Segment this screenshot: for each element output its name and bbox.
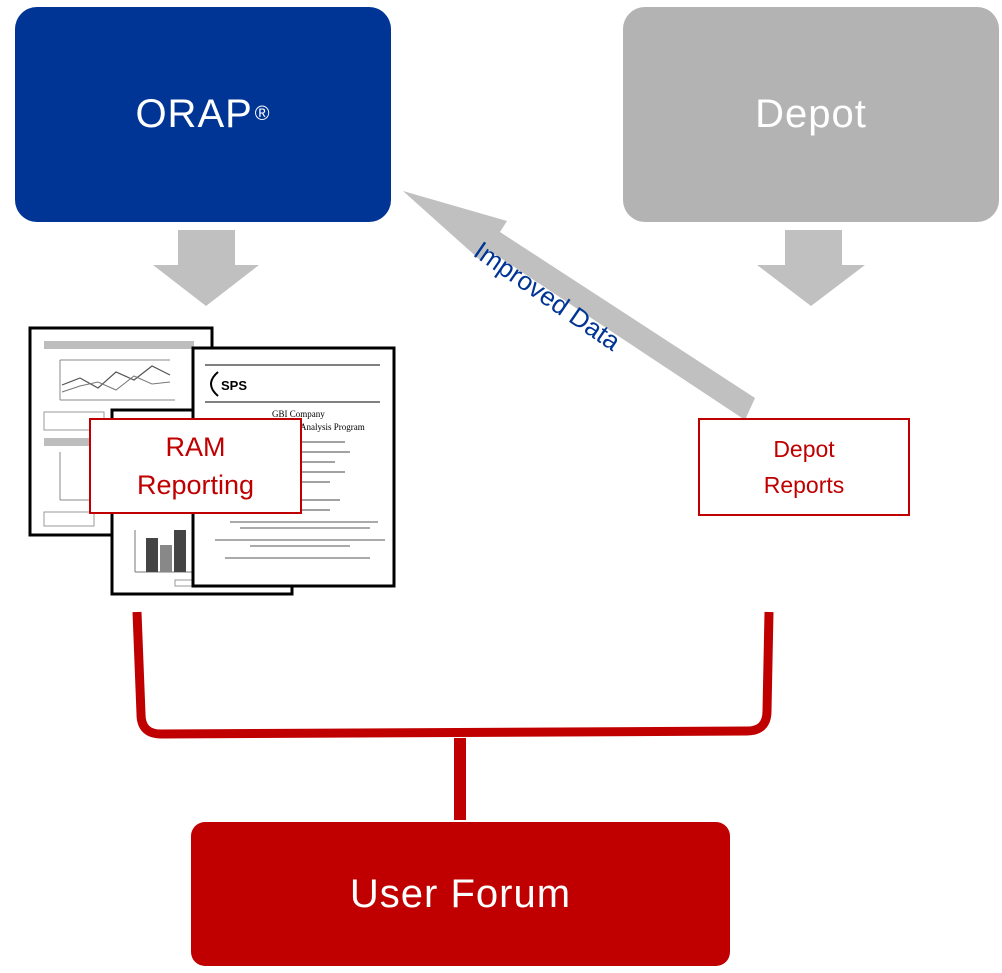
user-forum-label: User Forum: [349, 871, 572, 916]
depot-node: Depot: [623, 7, 999, 222]
doc-company-name: GBI Company: [272, 409, 325, 419]
forum-bracket: [132, 611, 774, 739]
depot-label: Depot: [755, 92, 867, 136]
depot-reports-line1: Depot: [773, 436, 835, 462]
doc-program-line: Analysis Program: [300, 422, 365, 432]
orap-node: ORAP®: [15, 7, 391, 222]
orap-registered-mark: ®: [254, 103, 271, 125]
improved-data-label: Improved Data: [469, 235, 627, 357]
sps-logo: SPS: [221, 378, 247, 393]
ram-reporting-line1: RAM: [165, 432, 226, 462]
ram-reporting-label: RAM Reporting: [89, 418, 302, 514]
down-arrow-depot: [757, 230, 865, 306]
down-arrow-orap: [153, 230, 259, 306]
depot-reports-label: Depot Reports: [698, 418, 910, 516]
depot-reports-line2: Reports: [763, 472, 845, 498]
user-forum-node: User Forum: [191, 822, 730, 966]
orap-label: ORAP: [135, 92, 253, 136]
ram-reporting-line2: Reporting: [136, 470, 255, 500]
improved-data-arrow: [403, 191, 755, 420]
